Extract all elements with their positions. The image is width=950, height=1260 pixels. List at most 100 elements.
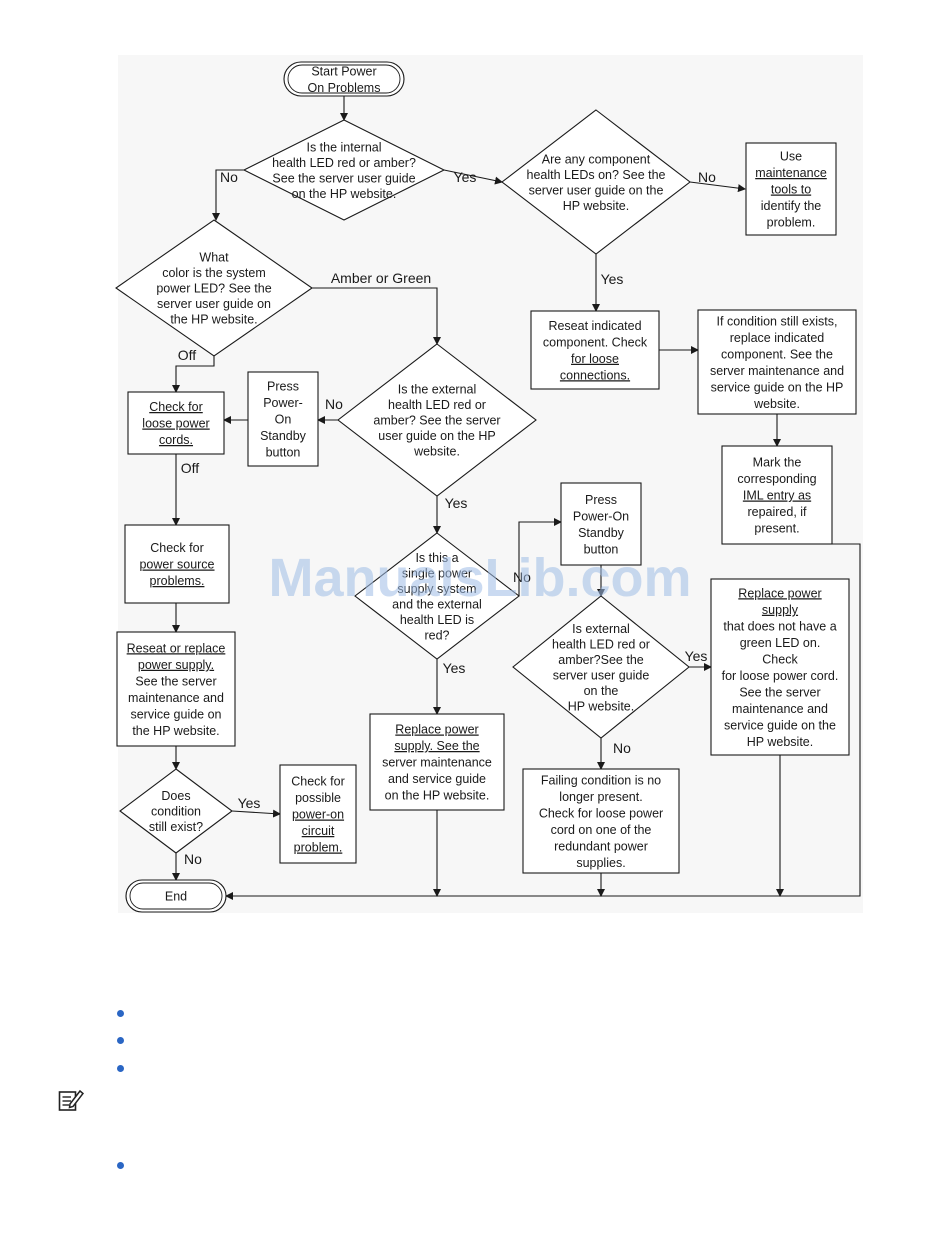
node-text-line: server maintenance and	[710, 364, 844, 378]
node-text-line: problems.	[150, 574, 205, 588]
node-text-line: HP website.	[747, 735, 813, 749]
edge-label-no-6: No	[184, 851, 202, 867]
edge-label-yes-1: Yes	[454, 169, 477, 185]
node-text-line: component. See the	[721, 347, 833, 361]
node-text-line: the HP website.	[170, 313, 257, 327]
node-text-line: repaired, if	[747, 505, 807, 519]
bullet-point	[117, 1037, 124, 1044]
node-text-line: on the HP website.	[292, 187, 397, 201]
node-text-line: for loose	[571, 352, 619, 366]
node-text-line: connections.	[560, 368, 630, 382]
node-text-line: supply	[762, 603, 799, 617]
node-text-line: health LED red or	[388, 398, 486, 412]
node-text-line: single power	[402, 566, 472, 580]
node-text-line: HP website.	[563, 199, 629, 213]
node-text-line: If condition still exists,	[717, 314, 838, 328]
node-text-line: Does	[161, 789, 190, 803]
node-text-line: power source	[139, 558, 214, 572]
node-text-line: maintenance	[755, 166, 827, 180]
node-text-line: health LED is	[400, 613, 474, 627]
node-text-line: problem.	[294, 841, 343, 855]
node-text-line: Replace power	[395, 723, 478, 737]
edge-label-no-4: No	[513, 569, 531, 585]
connector-arrow	[689, 181, 746, 193]
node-text-line: Press	[585, 493, 617, 507]
node-text-line: Reseat indicated	[548, 319, 641, 333]
edge-label-no-2: No	[698, 169, 716, 185]
connector-arrow	[312, 287, 441, 345]
edge-label-yes-4: Yes	[443, 660, 466, 676]
node-if-condition: If condition still exists,replace indica…	[697, 309, 857, 415]
node-text-line: color is the system	[162, 266, 266, 280]
node-text-line: problem.	[767, 216, 816, 230]
node-text-line: maintenance and	[128, 691, 224, 705]
bullet-point	[117, 1065, 124, 1072]
node-replace-ps-1: Replace power supply. See the server maint…	[369, 713, 505, 811]
node-text-line: On	[275, 413, 292, 427]
node-text-line: IML entry as	[743, 489, 811, 503]
node-text-line: Check for	[150, 541, 204, 555]
connector-arrow	[231, 809, 281, 818]
node-text-line: supply. See the	[394, 739, 479, 753]
node-text-line: See the server	[739, 685, 820, 699]
node-text-line: Failing condition is no	[541, 773, 661, 787]
node-text-line: for loose power cord.	[722, 669, 839, 683]
node-text-line: button	[266, 446, 301, 460]
edge-label-off-2: Off	[181, 460, 200, 476]
node-text-line: service guide on the HP	[711, 380, 844, 394]
node-text-line: Power-	[263, 396, 303, 410]
node-text-line: Check for	[291, 775, 345, 789]
node-text-line: maintenance and	[732, 702, 828, 716]
connector-arrow	[443, 169, 503, 185]
node-text-line: circuit	[302, 824, 335, 838]
connector-arrow	[225, 543, 861, 900]
watermark: ManualsLib.com	[268, 548, 691, 608]
node-text-line: See the server user guide	[272, 171, 415, 185]
node-text-line: service guide on	[130, 707, 221, 721]
node-text-line: identify the	[761, 199, 822, 213]
node-text-line: power-on	[292, 808, 344, 822]
node-text-line: amber?See the	[558, 653, 644, 667]
node-text-line: red?	[424, 628, 449, 642]
node-text-line: Check for	[149, 400, 203, 414]
node-text-line: redundant power	[554, 839, 648, 853]
edge-label-yes-2: Yes	[601, 271, 624, 287]
node-text-line: Press	[267, 380, 299, 394]
node-text-line: button	[584, 542, 619, 556]
node-text-line: and the external	[392, 597, 482, 611]
edge-label-amber-green: Amber or Green	[331, 270, 431, 286]
node-text-line: server maintenance	[382, 756, 492, 770]
node-text-line: amber? See the server	[373, 414, 500, 428]
node-text-line: longer present.	[559, 790, 642, 804]
node-text-line: still exist?	[149, 820, 203, 834]
node-text-line: present.	[754, 522, 799, 536]
node-text-line: on the HP website.	[385, 789, 490, 803]
node-text-line: Are any component	[542, 152, 651, 166]
node-text-line: Power-On	[573, 509, 629, 523]
edge-label-yes-3: Yes	[445, 495, 468, 511]
connector-arrow	[212, 169, 244, 221]
node-text-line: server user guide	[553, 668, 650, 682]
node-text-line: cord on one of the	[551, 823, 652, 837]
edge-label-yes-5: Yes	[685, 648, 708, 664]
edge-label-no-3: No	[325, 396, 343, 412]
edge-label-no-1: No	[220, 169, 238, 185]
node-text-line: Use	[780, 150, 802, 164]
node-text-line: user guide on the HP	[378, 429, 495, 443]
node-text-line: server user guide on the	[529, 183, 664, 197]
node-text-line: website.	[413, 445, 460, 459]
node-text-line: condition	[151, 805, 201, 819]
node-text-line: Replace power	[738, 586, 821, 600]
connector-arrow	[172, 356, 215, 393]
node-text-line: on the	[584, 684, 619, 698]
node-text-line: corresponding	[737, 472, 816, 486]
node-text-line: the HP website.	[132, 724, 219, 738]
